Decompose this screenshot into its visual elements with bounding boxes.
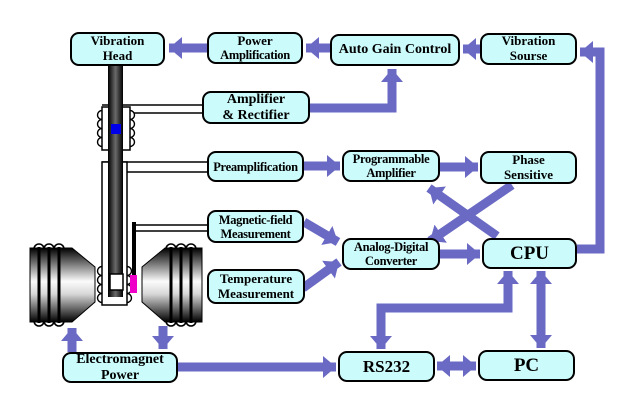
node-rs232: RS232 (338, 351, 435, 382)
vibration-rod-assembly (96, 65, 137, 306)
reference-marker (111, 124, 121, 134)
node-label: Magnetic-field (218, 212, 293, 227)
node-label: Amplification (220, 48, 290, 63)
right-coil-wires (169, 247, 193, 323)
node-auto-gain-control: Auto Gain Control (330, 34, 460, 66)
node-temperature-measurement: Temperature Measurement (207, 269, 305, 304)
node-label: Head (102, 48, 133, 63)
node-label: Phase (512, 151, 545, 167)
sample-square (109, 273, 124, 291)
node-label: Vibration (90, 33, 145, 49)
flow-arrows (61, 37, 605, 378)
sample-rod (108, 65, 123, 297)
node-label: Converter (364, 254, 418, 268)
node-vibration-sourse: Vibration Sourse (480, 33, 577, 65)
hall-sensor (130, 275, 137, 293)
node-label: RS232 (362, 356, 411, 376)
node-label: Temperature (219, 270, 293, 286)
node-electromagnet-power: Electromagnet Power (62, 352, 178, 383)
left-coil-wires (37, 247, 61, 323)
node-vibration-head: Vibration Head (70, 32, 165, 66)
arrow-cpu-to-progamp (426, 184, 500, 240)
arrow-temp-to-adc (300, 258, 342, 292)
node-phase-sensitive: Phase Sensitive (480, 151, 577, 184)
arrow-magfield-to-adc (301, 218, 341, 246)
node-cpu: CPU (482, 238, 577, 269)
arrow-cpu-to-source (577, 41, 605, 254)
node-preamplification: Preamplification (207, 151, 304, 182)
node-label: Measurement (217, 285, 295, 301)
node-label: Amplifier (226, 91, 286, 107)
arrow-cpu-rs232 (370, 271, 519, 349)
node-pc: PC (478, 350, 575, 381)
node-label: PC (513, 354, 540, 376)
node-label: Power (237, 32, 273, 48)
left-electromagnet (29, 243, 96, 327)
node-label: CPU (509, 242, 550, 264)
right-electromagnet (141, 243, 203, 327)
node-label: Analog-Digital (353, 240, 429, 254)
node-label: Vibration (501, 33, 556, 49)
node-label: Measurement (220, 226, 291, 241)
node-label: Sourse (509, 48, 548, 63)
node-programmable-amplifier: Programmable Amplifier (342, 150, 440, 182)
node-label: Power (100, 367, 140, 383)
node-label: Auto Gain Control (338, 42, 452, 58)
node-label: Programmable (352, 152, 430, 166)
node-label: Electromagnet (76, 351, 164, 367)
node-amplifier-rectifier: Amplifier & Rectifier (202, 91, 310, 124)
node-label: & Rectifier (222, 107, 290, 123)
arrow-rectifier-to-agc (310, 69, 403, 113)
node-magnetic-field-measurement: Magnetic-field Measurement (207, 210, 304, 243)
node-power-amplification: Power Amplification (207, 32, 303, 64)
node-label: Sensitive (503, 166, 554, 182)
left-pole-body (29, 247, 96, 323)
node-label: Preamplification (213, 159, 298, 174)
node-label: Amplifier (366, 166, 416, 180)
node-analog-digital-converter: Analog-Digital Converter (342, 238, 440, 270)
hall-probe-stem (132, 222, 136, 276)
